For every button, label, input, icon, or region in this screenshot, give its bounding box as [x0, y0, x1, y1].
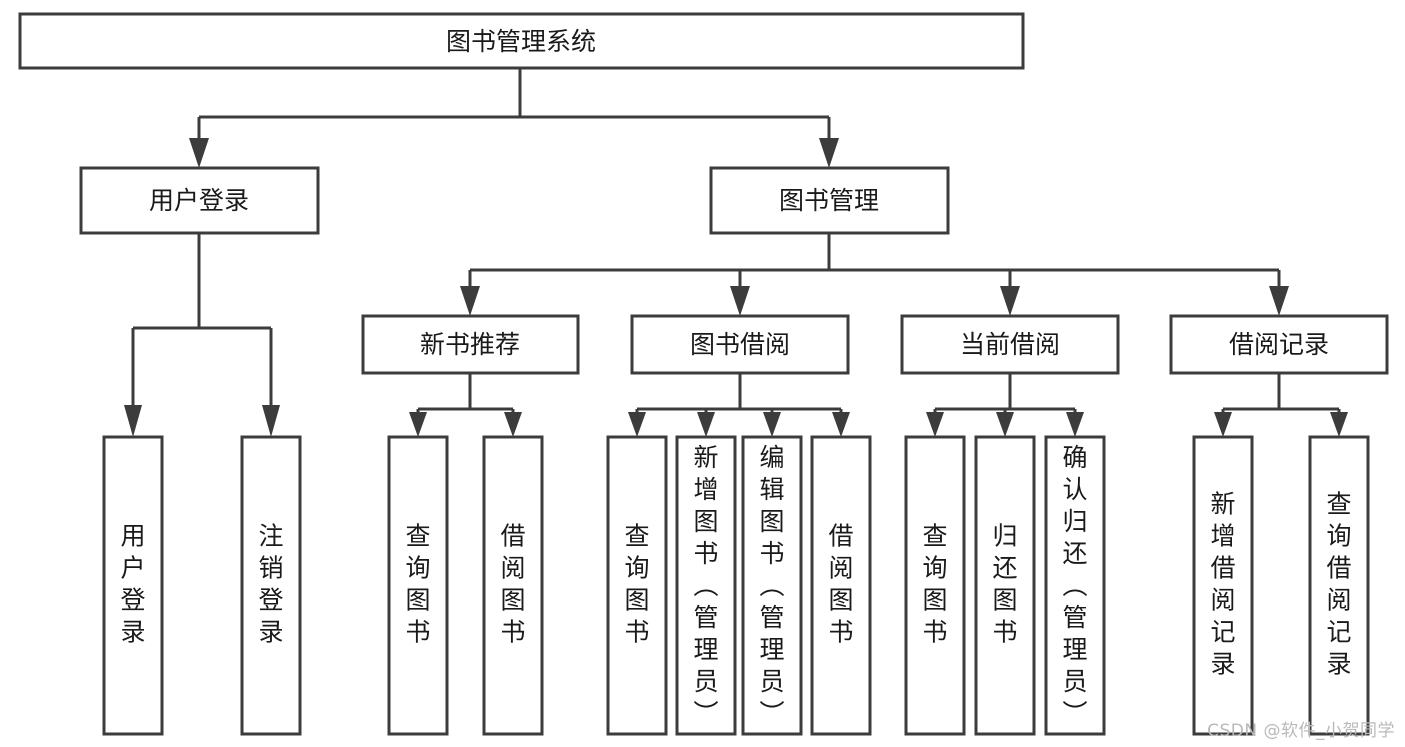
leaf-query-record-label: 查询借阅记录	[1326, 490, 1351, 679]
leaf-return-book-label: 归还图书	[992, 522, 1017, 647]
leaf-query-book-1-label: 查询图书	[405, 522, 430, 647]
leaf-query-book-3-box[interactable]	[904, 435, 966, 736]
node-user-login[interactable]: 用户登录	[79, 166, 320, 235]
node-user-login-label: 用户登录	[149, 186, 249, 215]
leaf-query-book-2-label: 查询图书	[624, 522, 649, 647]
arrowhead-leaf-query-record	[1330, 412, 1348, 437]
leaf-edit-book-label: 编辑图书︵管理员︶	[759, 443, 784, 728]
leaf-edit-book-box[interactable]	[741, 435, 803, 736]
leaf-confirm-return[interactable]: 确认归还︵管理员︶	[1044, 435, 1106, 736]
node-new-book-recommend-box[interactable]	[361, 314, 580, 375]
leaf-add-record[interactable]: 新增借阅记录	[1192, 435, 1254, 736]
leaf-query-book-2-box[interactable]	[606, 435, 668, 736]
node-borrow-record-label: 借阅记录	[1229, 330, 1329, 359]
edge-group-user-login	[124, 233, 280, 437]
node-borrow-record-box[interactable]	[1169, 314, 1389, 375]
node-book-manage-label: 图书管理	[779, 186, 879, 215]
edge-group-root	[189, 68, 839, 168]
edge-group-borrow-record	[1214, 373, 1348, 437]
leaf-query-book-2[interactable]: 查询图书	[606, 435, 668, 736]
node-book-borrow-box[interactable]	[630, 314, 850, 375]
arrowhead-current-borrow	[1000, 286, 1020, 316]
leaf-borrow-book-2[interactable]: 借阅图书	[810, 435, 872, 736]
node-book-manage-box[interactable]	[709, 166, 950, 235]
leaf-borrow-book-1[interactable]: 借阅图书	[482, 435, 544, 736]
node-current-borrow[interactable]: 当前借阅	[900, 314, 1120, 375]
edge-group-book-manage	[460, 233, 1289, 316]
leaf-borrow-book-2-box[interactable]	[810, 435, 872, 736]
arrowhead-user-login	[189, 138, 209, 168]
arrowhead-leaf-borrow-book-2	[832, 412, 850, 437]
leaf-user-logout-label: 注销登录	[258, 522, 283, 647]
node-book-borrow[interactable]: 图书借阅	[630, 314, 850, 375]
arrowhead-book-manage	[819, 138, 839, 168]
node-user-login-box[interactable]	[79, 166, 320, 235]
node-book-manage[interactable]: 图书管理	[709, 166, 950, 235]
leaf-return-book-box[interactable]	[974, 435, 1036, 736]
node-new-book-recommend-label: 新书推荐	[420, 330, 520, 359]
arrowhead-leaf-confirm-return	[1066, 412, 1084, 437]
arrowhead-leaf-query-book-1	[409, 412, 427, 437]
leaf-confirm-return-label: 确认归还︵管理员︶	[1062, 443, 1087, 728]
leaf-borrow-book-1-box[interactable]	[482, 435, 544, 736]
node-current-borrow-label: 当前借阅	[960, 330, 1060, 359]
leaf-query-book-3-label: 查询图书	[922, 522, 947, 647]
arrowhead-leaf-user-login	[124, 405, 142, 437]
node-root-label: 图书管理系统	[446, 27, 596, 56]
leaf-query-book-1[interactable]: 查询图书	[387, 435, 449, 736]
leaf-edit-book[interactable]: 编辑图书︵管理员︶	[741, 435, 803, 736]
node-root-box[interactable]	[18, 12, 1025, 70]
arrowhead-leaf-edit-book	[763, 412, 781, 437]
leaf-query-record[interactable]: 查询借阅记录	[1308, 435, 1370, 736]
leaf-user-login-label: 用户登录	[120, 522, 145, 647]
leaf-user-logout-box[interactable]	[240, 435, 302, 736]
leaf-borrow-book-2-label: 借阅图书	[828, 522, 853, 647]
arrowhead-leaf-borrow-book-1	[504, 412, 522, 437]
leaf-add-book-box[interactable]	[675, 435, 737, 736]
arrowhead-book-borrow	[730, 286, 750, 316]
node-book-borrow-label: 图书借阅	[690, 330, 790, 359]
leaf-borrow-book-1-label: 借阅图书	[500, 522, 525, 647]
arrowhead-leaf-user-logout	[262, 405, 280, 437]
arrowhead-leaf-query-book-3	[926, 412, 944, 437]
edge-group-new-book-recommend	[409, 373, 522, 437]
leaf-user-login[interactable]: 用户登录	[102, 435, 164, 736]
leaf-add-record-label: 新增借阅记录	[1210, 490, 1235, 679]
arrowhead-leaf-add-book	[697, 412, 715, 437]
edge-group-current-borrow	[926, 373, 1084, 437]
arrowhead-leaf-add-record	[1214, 412, 1232, 437]
leaf-add-book[interactable]: 新增图书︵管理员︶	[675, 435, 737, 736]
arrowhead-leaf-query-book-2	[628, 412, 646, 437]
leaf-query-record-box[interactable]	[1308, 435, 1370, 736]
node-new-book-recommend[interactable]: 新书推荐	[361, 314, 580, 375]
leaf-query-book-1-box[interactable]	[387, 435, 449, 736]
leaf-user-login-box[interactable]	[102, 435, 164, 736]
leaf-user-logout[interactable]: 注销登录	[240, 435, 302, 736]
leaf-confirm-return-box[interactable]	[1044, 435, 1106, 736]
node-root[interactable]: 图书管理系统	[18, 12, 1025, 70]
arrowhead-leaf-return-book	[996, 412, 1014, 437]
arrowhead-new-book-recommend	[460, 286, 480, 316]
edge-group-book-borrow	[628, 373, 850, 437]
node-borrow-record[interactable]: 借阅记录	[1169, 314, 1389, 375]
leaf-add-record-box[interactable]	[1192, 435, 1254, 736]
arrowhead-borrow-record	[1269, 286, 1289, 316]
leaf-add-book-label: 新增图书︵管理员︶	[693, 443, 718, 728]
leaf-query-book-3[interactable]: 查询图书	[904, 435, 966, 736]
node-current-borrow-box[interactable]	[900, 314, 1120, 375]
leaf-return-book[interactable]: 归还图书	[974, 435, 1036, 736]
csdn-watermark: CSDN @软件_小贺同学	[1207, 721, 1395, 741]
